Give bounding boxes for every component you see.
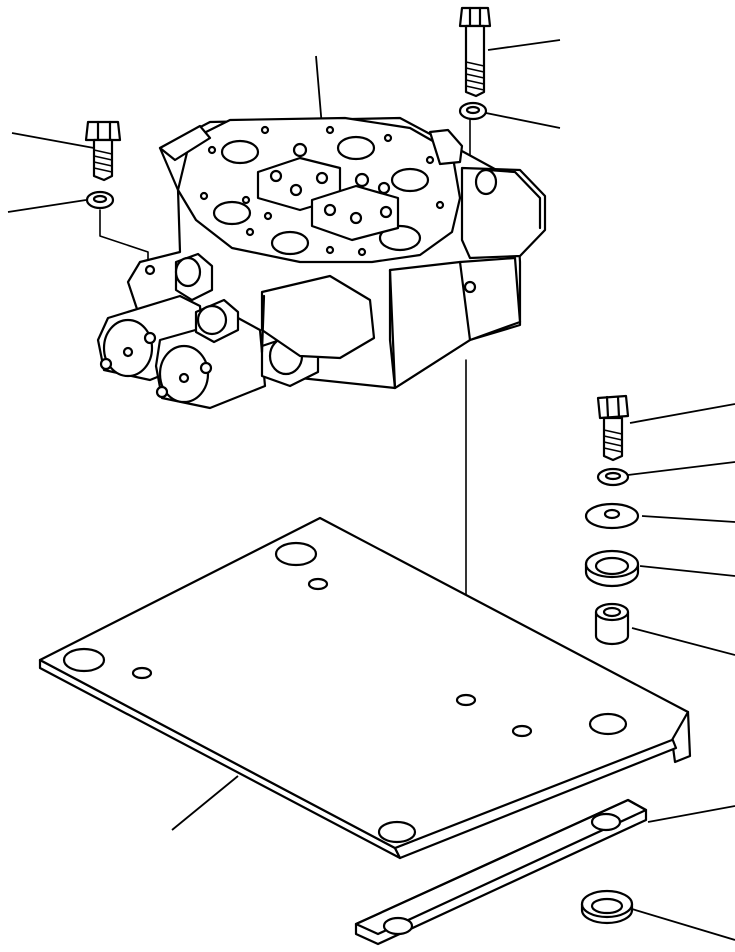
- leader-line-mount-rubber-bottom: [631, 908, 735, 941]
- port-hole: [336, 135, 376, 161]
- leader-line-bolt-right: [629, 403, 735, 424]
- port-hole: [220, 139, 260, 165]
- plate-hole-large: [62, 647, 106, 673]
- leader-line-washer-left: [7, 199, 87, 213]
- mounting-plate-icon: [38, 516, 692, 860]
- collar-icon: [594, 602, 630, 646]
- mount-rubber-bottom-icon: [580, 889, 634, 925]
- cover-bolts: [269, 142, 393, 225]
- leader-line-lock-washer: [627, 461, 735, 476]
- flat-washer-right-icon: [584, 502, 640, 530]
- valve-body-edge: [388, 268, 397, 390]
- port-hole: [212, 200, 252, 226]
- plate-hole-large: [588, 712, 628, 736]
- valve-body-step: [458, 260, 472, 342]
- port-hole: [270, 230, 310, 256]
- leader-line-washer-top: [485, 112, 561, 129]
- leader-line-bolt-top: [487, 39, 561, 51]
- centerline-left-bolt: [99, 209, 149, 269]
- right-solenoid: [460, 166, 547, 260]
- plate-hole-small: [307, 577, 329, 591]
- washer-top-icon: [458, 101, 488, 121]
- leader-lines: [7, 39, 735, 941]
- leader-line-collar: [631, 627, 735, 656]
- bolt-right-icon: [596, 394, 630, 462]
- plate-hole-small: [131, 666, 153, 680]
- lock-washer-right-icon: [596, 467, 630, 487]
- leader-line-bolt-left: [11, 132, 95, 149]
- plate-hole-small: [511, 724, 533, 738]
- strap-plate-icon: [354, 798, 648, 946]
- mounting-holes: [144, 125, 477, 294]
- mount-rubber-icon: [584, 549, 640, 588]
- leader-line-flat-washer: [641, 515, 735, 523]
- spool-housing: [260, 274, 376, 360]
- port-hole: [390, 167, 430, 193]
- leader-line-mounting-plate: [171, 775, 239, 831]
- bolt-left-icon: [84, 120, 122, 182]
- leader-line-mount-rubber: [639, 565, 735, 577]
- plate-hole-large: [274, 541, 318, 567]
- leader-line-control-valve: [315, 55, 323, 128]
- port-hole: [378, 224, 422, 252]
- plate-hole-small: [455, 693, 477, 707]
- leader-line-strap-plate: [647, 805, 735, 823]
- plate-hole-large: [377, 820, 417, 844]
- washer-left-icon: [85, 190, 115, 210]
- bolt-top-icon: [458, 6, 492, 98]
- control-valve-assembly-icon: [96, 116, 547, 410]
